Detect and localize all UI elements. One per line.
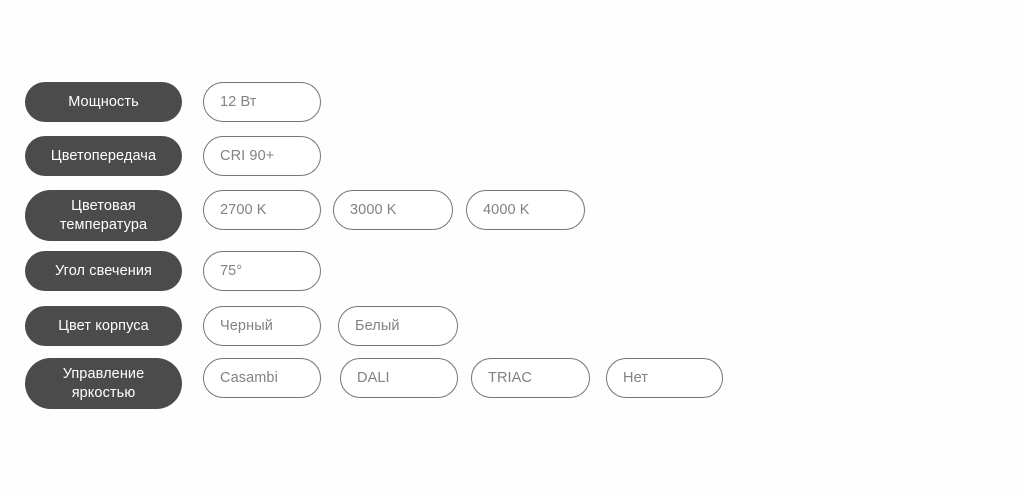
option-pill-beam-angle-0-text: 75° xyxy=(220,262,243,279)
option-pill-color-temperature-1-text: 3000 K xyxy=(350,201,397,218)
spec-options-power: 12 Вт xyxy=(203,82,321,122)
option-pill-dimming-control-1[interactable]: DALI xyxy=(340,358,458,398)
spec-options-color-temperature: 2700 K 3000 K 4000 K xyxy=(203,190,585,230)
spec-row-dimming-control: Управление яркостью Casambi DALI TRIAC Н… xyxy=(25,358,723,409)
option-pill-dimming-control-2[interactable]: TRIAC xyxy=(471,358,590,398)
option-pill-color-rendering-0-text: CRI 90+ xyxy=(220,147,275,164)
spec-options-color-rendering: CRI 90+ xyxy=(203,136,321,176)
spec-label-beam-angle-text: Угол свечения xyxy=(54,262,152,279)
option-pill-dimming-control-3-text: Нет xyxy=(623,369,648,386)
spec-row-color-rendering: Цветопередача CRI 90+ xyxy=(25,136,321,176)
option-pill-dimming-control-0[interactable]: Casambi xyxy=(203,358,321,398)
spec-label-dimming-control-text: Управление яркостью xyxy=(63,365,145,403)
option-pill-dimming-control-1-text: DALI xyxy=(357,369,390,386)
option-pill-beam-angle-0[interactable]: 75° xyxy=(203,251,321,291)
spec-options-body-color: Черный Белый xyxy=(203,306,458,346)
spec-row-color-temperature: Цветовая температура 2700 K 3000 K 4000 … xyxy=(25,190,585,241)
option-pill-dimming-control-0-text: Casambi xyxy=(220,369,278,386)
option-pill-body-color-0[interactable]: Черный xyxy=(203,306,321,346)
option-pill-color-rendering-0[interactable]: CRI 90+ xyxy=(203,136,321,176)
option-pill-power-0[interactable]: 12 Вт xyxy=(203,82,321,122)
option-pill-color-temperature-0-text: 2700 K xyxy=(220,201,267,218)
option-pill-color-temperature-1[interactable]: 3000 K xyxy=(333,190,453,230)
option-pill-power-0-text: 12 Вт xyxy=(220,93,257,110)
spec-label-dimming-control-line-1: Управление xyxy=(62,365,145,382)
spec-label-beam-angle: Угол свечения xyxy=(25,251,182,291)
spec-label-color-temperature: Цветовая температура xyxy=(25,190,182,241)
spec-row-power: Мощность 12 Вт xyxy=(25,82,321,122)
option-pill-dimming-control-2-text: TRIAC xyxy=(488,369,532,386)
spec-options-beam-angle: 75° xyxy=(203,251,321,291)
spec-row-body-color: Цвет корпуса Черный Белый xyxy=(25,306,458,346)
spec-label-power-text: Мощность xyxy=(68,93,139,110)
option-pill-body-color-1-text: Белый xyxy=(355,317,400,334)
option-pill-color-temperature-2[interactable]: 4000 K xyxy=(466,190,585,230)
spec-label-color-temperature-line-1: Цветовая xyxy=(71,197,136,214)
spec-row-beam-angle: Угол свечения 75° xyxy=(25,251,321,291)
spec-label-color-rendering: Цветопередача xyxy=(25,136,182,176)
option-pill-body-color-1[interactable]: Белый xyxy=(338,306,458,346)
option-pill-body-color-0-text: Черный xyxy=(220,317,273,334)
option-pill-dimming-control-3[interactable]: Нет xyxy=(606,358,723,398)
option-pill-color-temperature-2-text: 4000 K xyxy=(483,201,530,218)
spec-label-color-rendering-text: Цветопередача xyxy=(50,147,157,164)
option-pill-color-temperature-0[interactable]: 2700 K xyxy=(203,190,321,230)
spec-label-color-temperature-line-2: температура xyxy=(59,216,148,233)
spec-options-dimming-control: Casambi DALI TRIAC Нет xyxy=(203,358,723,398)
spec-label-power: Мощность xyxy=(25,82,182,122)
spec-label-dimming-control-line-2: яркостью xyxy=(71,384,136,401)
spec-label-color-temperature-text: Цветовая температура xyxy=(60,197,147,235)
spec-label-body-color-text: Цвет корпуса xyxy=(58,317,149,334)
spec-label-dimming-control: Управление яркостью xyxy=(25,358,182,409)
spec-label-body-color: Цвет корпуса xyxy=(25,306,182,346)
